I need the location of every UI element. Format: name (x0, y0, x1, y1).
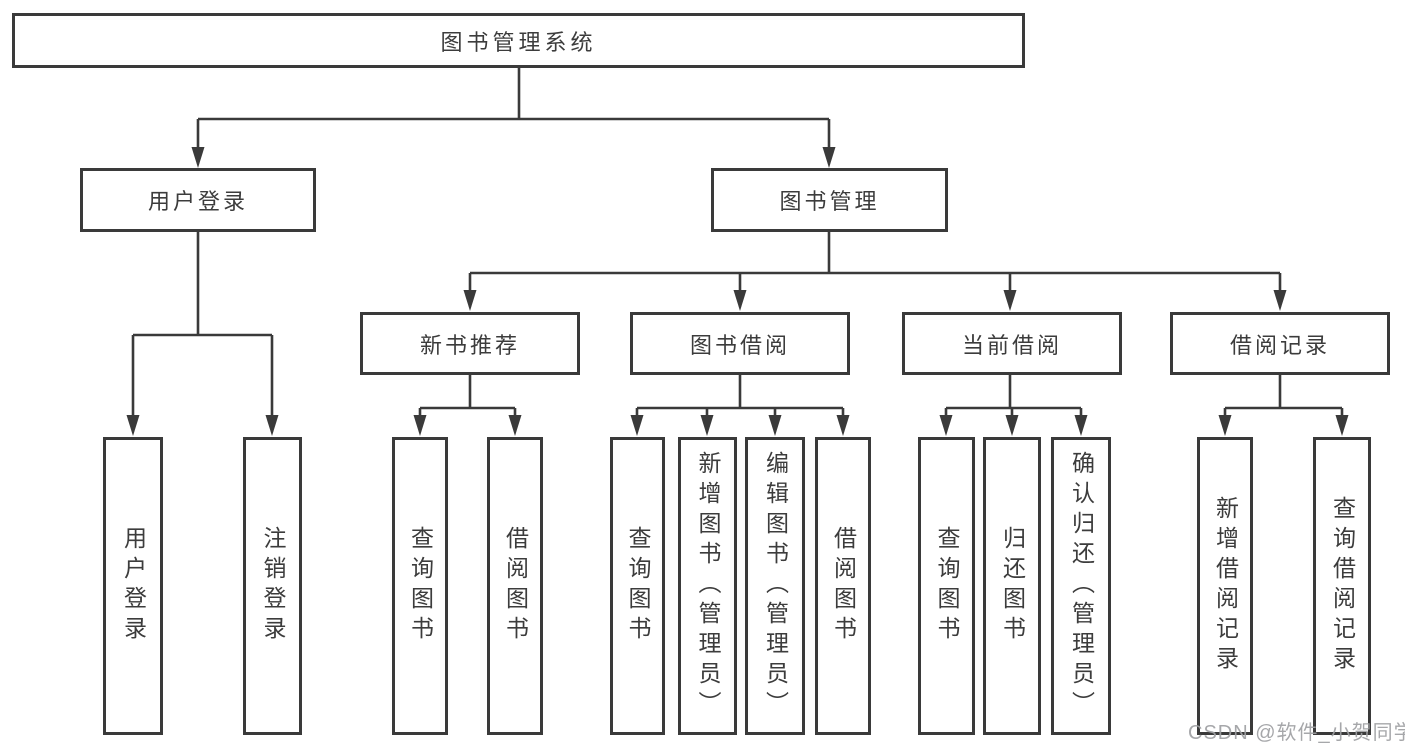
leaf-add-books-admin: 新增图书（管理员） (678, 437, 737, 735)
leaf-return-books: 归还图书 (983, 437, 1041, 735)
arrowhead-down-icon (630, 415, 644, 436)
arrowhead-down-icon (191, 147, 205, 168)
leaf-confirm-return-admin: 确认归还（管理员） (1051, 437, 1111, 735)
arrowhead-down-icon (836, 415, 850, 436)
leaf-edit-books-admin: 编辑图书（管理员） (745, 437, 805, 735)
leaf-query-books-3: 查询图书 (918, 437, 975, 735)
arrowhead-down-icon (939, 415, 953, 436)
connector-root-to-level2 (191, 68, 836, 168)
leaf-query-books-1: 查询图书 (392, 437, 448, 735)
connector-new-book-group (413, 375, 522, 436)
node-root-system: 图书管理系统 (12, 13, 1025, 68)
connector-borrow-record-group (1218, 375, 1349, 436)
arrowhead-down-icon (822, 147, 836, 168)
connector-user-login-group (126, 232, 279, 436)
arrowhead-down-icon (1074, 415, 1088, 436)
arrowhead-down-icon (463, 290, 477, 311)
node-book-management: 图书管理 (711, 168, 948, 232)
node-borrow-record: 借阅记录 (1170, 312, 1390, 375)
connector-book-borrow-group (630, 375, 850, 436)
arrowhead-down-icon (1218, 415, 1232, 436)
arrowhead-down-icon (126, 415, 140, 436)
leaf-user-login: 用户登录 (103, 437, 163, 735)
leaf-borrow-books-2: 借阅图书 (815, 437, 871, 735)
node-new-book-recommend: 新书推荐 (360, 312, 580, 375)
arrowhead-down-icon (508, 415, 522, 436)
node-user-login: 用户登录 (80, 168, 316, 232)
connector-current-borrow-group (939, 375, 1088, 436)
arrowhead-down-icon (1335, 415, 1349, 436)
arrowhead-down-icon (265, 415, 279, 436)
arrowhead-down-icon (413, 415, 427, 436)
leaf-query-books-2: 查询图书 (610, 437, 665, 735)
arrowhead-down-icon (700, 415, 714, 436)
arrowhead-down-icon (1003, 290, 1017, 311)
arrowhead-down-icon (1273, 290, 1287, 311)
connector-book-mgmt-to-level3 (463, 232, 1287, 311)
csdn-watermark: CSDN @软件_小贺同学 (1188, 722, 1405, 744)
leaf-borrow-books-1: 借阅图书 (487, 437, 543, 735)
leaf-query-borrow-record: 查询借阅记录 (1313, 437, 1371, 735)
leaf-logout: 注销登录 (243, 437, 302, 735)
arrowhead-down-icon (768, 415, 782, 436)
node-book-borrow: 图书借阅 (630, 312, 850, 375)
leaf-add-borrow-record: 新增借阅记录 (1197, 437, 1253, 735)
node-current-borrow: 当前借阅 (902, 312, 1122, 375)
arrowhead-down-icon (1005, 415, 1019, 436)
arrowhead-down-icon (733, 290, 747, 311)
